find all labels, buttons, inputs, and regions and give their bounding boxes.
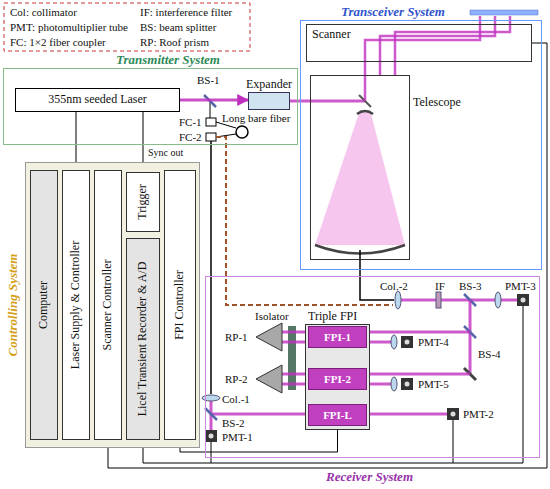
isolator (288, 326, 296, 390)
scanner-window (470, 10, 538, 15)
part-label: BS-1 (197, 74, 220, 87)
node-label: Expander (246, 78, 292, 92)
pmt-window (521, 298, 526, 303)
part-label: RP-2 (225, 373, 248, 386)
scanner-box: Scanner (306, 24, 532, 62)
node-label: Licel Transient Recorder & A/D (136, 242, 149, 436)
part-label: Long bare fiber (222, 112, 290, 125)
beam-splitter (205, 408, 217, 420)
pmt-symbol (205, 430, 217, 442)
fiber (210, 141, 212, 394)
part-label: PMT-4 (418, 336, 449, 349)
light-cone (315, 110, 405, 245)
part-label: Col.-1 (222, 393, 250, 406)
laser-beam (211, 401, 447, 430)
secondary-mirror (357, 111, 373, 114)
lens (495, 292, 501, 308)
roof-prism (256, 365, 282, 393)
node-label: FPI-2 (324, 373, 351, 386)
node-label: FPI Controller (173, 174, 186, 436)
group-title: Scanner (312, 28, 351, 42)
part-label: BS-4 (478, 348, 501, 361)
node-label: Trigger (136, 176, 149, 228)
fiber (210, 101, 211, 118)
part-label: PMT-5 (418, 378, 449, 391)
node-label: FPI-L (323, 409, 352, 422)
part-label: IF (435, 280, 445, 293)
node-label: 355nm seeded Laser (48, 93, 147, 107)
photomultiplier-tubes (205, 294, 529, 442)
node-label: Telescope (413, 96, 461, 110)
fpi-channel: FPI-1 (308, 326, 367, 348)
part-label: BS-3 (459, 280, 482, 293)
part-label: FC-1 (179, 116, 202, 129)
group-title: Controlling System (6, 166, 21, 444)
control-panel: Computer Laser Supply & Controller Scanner… (25, 162, 200, 448)
laser-box: 355nm seeded Laser (15, 88, 180, 112)
part-label: PMT-2 (463, 408, 494, 421)
pmt-symbol (447, 408, 459, 420)
part-label: Sync out (148, 147, 183, 159)
node-label: Triple FPI (308, 310, 357, 324)
roof-prism (256, 323, 282, 351)
node-label: Scanner Controller (101, 174, 114, 436)
fiber-coupler (206, 133, 216, 141)
part-label: FC-2 (179, 131, 202, 144)
lens (395, 291, 401, 309)
legend-note: BS: beam splitter (140, 21, 216, 34)
legend-note: Col: collimator (10, 6, 77, 19)
group-title: Transceiver System (341, 5, 445, 20)
control-wire (180, 430, 338, 452)
controller-box: FPI Controller (164, 170, 196, 440)
controller-box: Trigger (126, 172, 160, 232)
system-group: FPI-1FPI-2FPI-LTriple FPIReceiver System (205, 276, 540, 458)
pmt-window (405, 340, 410, 345)
legend-note: RP: Roof prism (140, 36, 209, 49)
part-label: PMT-1 (222, 431, 253, 444)
laser-beam (290, 100, 365, 103)
system-group: ScannerTelescopeTransceiver System (300, 20, 542, 270)
legend-note: PMT: photomultiplier tube (10, 21, 128, 34)
pmt-window (209, 434, 214, 439)
fiber-coupler (206, 118, 216, 126)
part-label: BS-2 (222, 417, 245, 430)
group-title: Receiver System (326, 470, 413, 485)
interference-filter (436, 292, 441, 308)
part-label: Col.-2 (380, 280, 408, 293)
expander-box: Expander (248, 92, 290, 110)
laser-beam (365, 16, 480, 101)
laser-beam (469, 300, 472, 374)
pmt-window (405, 382, 410, 387)
lens (391, 377, 397, 391)
lens (391, 335, 397, 349)
part-label: RP-1 (225, 331, 248, 344)
system-group: 355nm seeded LaserExpanderTransmitter Sy… (3, 68, 298, 145)
part-label: Isolator (255, 310, 289, 323)
legend-note: IF: interference filter (140, 6, 232, 19)
fpi-housing: FPI-1FPI-2FPI-LTriple FPI (305, 324, 370, 430)
signal-wire (143, 306, 523, 463)
controller-box: Scanner Controller (94, 170, 122, 440)
controller-box: Licel Transient Recorder & A/D (126, 238, 160, 440)
fpi-channel: FPI-L (308, 404, 367, 426)
controller-box: Computer (30, 170, 58, 440)
fiber-coil (236, 126, 248, 138)
node-label: FPI-1 (324, 331, 351, 344)
pmt-symbol (517, 294, 529, 306)
node-label: Computer (37, 174, 50, 436)
legend-frame (4, 3, 250, 51)
controller-box: Laser Supply & Controller (62, 170, 90, 440)
group-title: Transmitter System (116, 53, 220, 68)
pmt-symbol (401, 378, 413, 390)
pmt-symbol (401, 336, 413, 348)
fiber (360, 250, 394, 300)
laser-beam (180, 99, 248, 102)
node-label: Laser Supply & Controller (69, 174, 82, 436)
part-label: PMT-3 (505, 280, 536, 293)
pmt-window (451, 412, 456, 417)
legend-note: FC: 1×2 fiber coupler (10, 36, 106, 49)
fpi-channel: FPI-2 (308, 368, 367, 390)
telescope-box: Telescope (310, 75, 410, 260)
